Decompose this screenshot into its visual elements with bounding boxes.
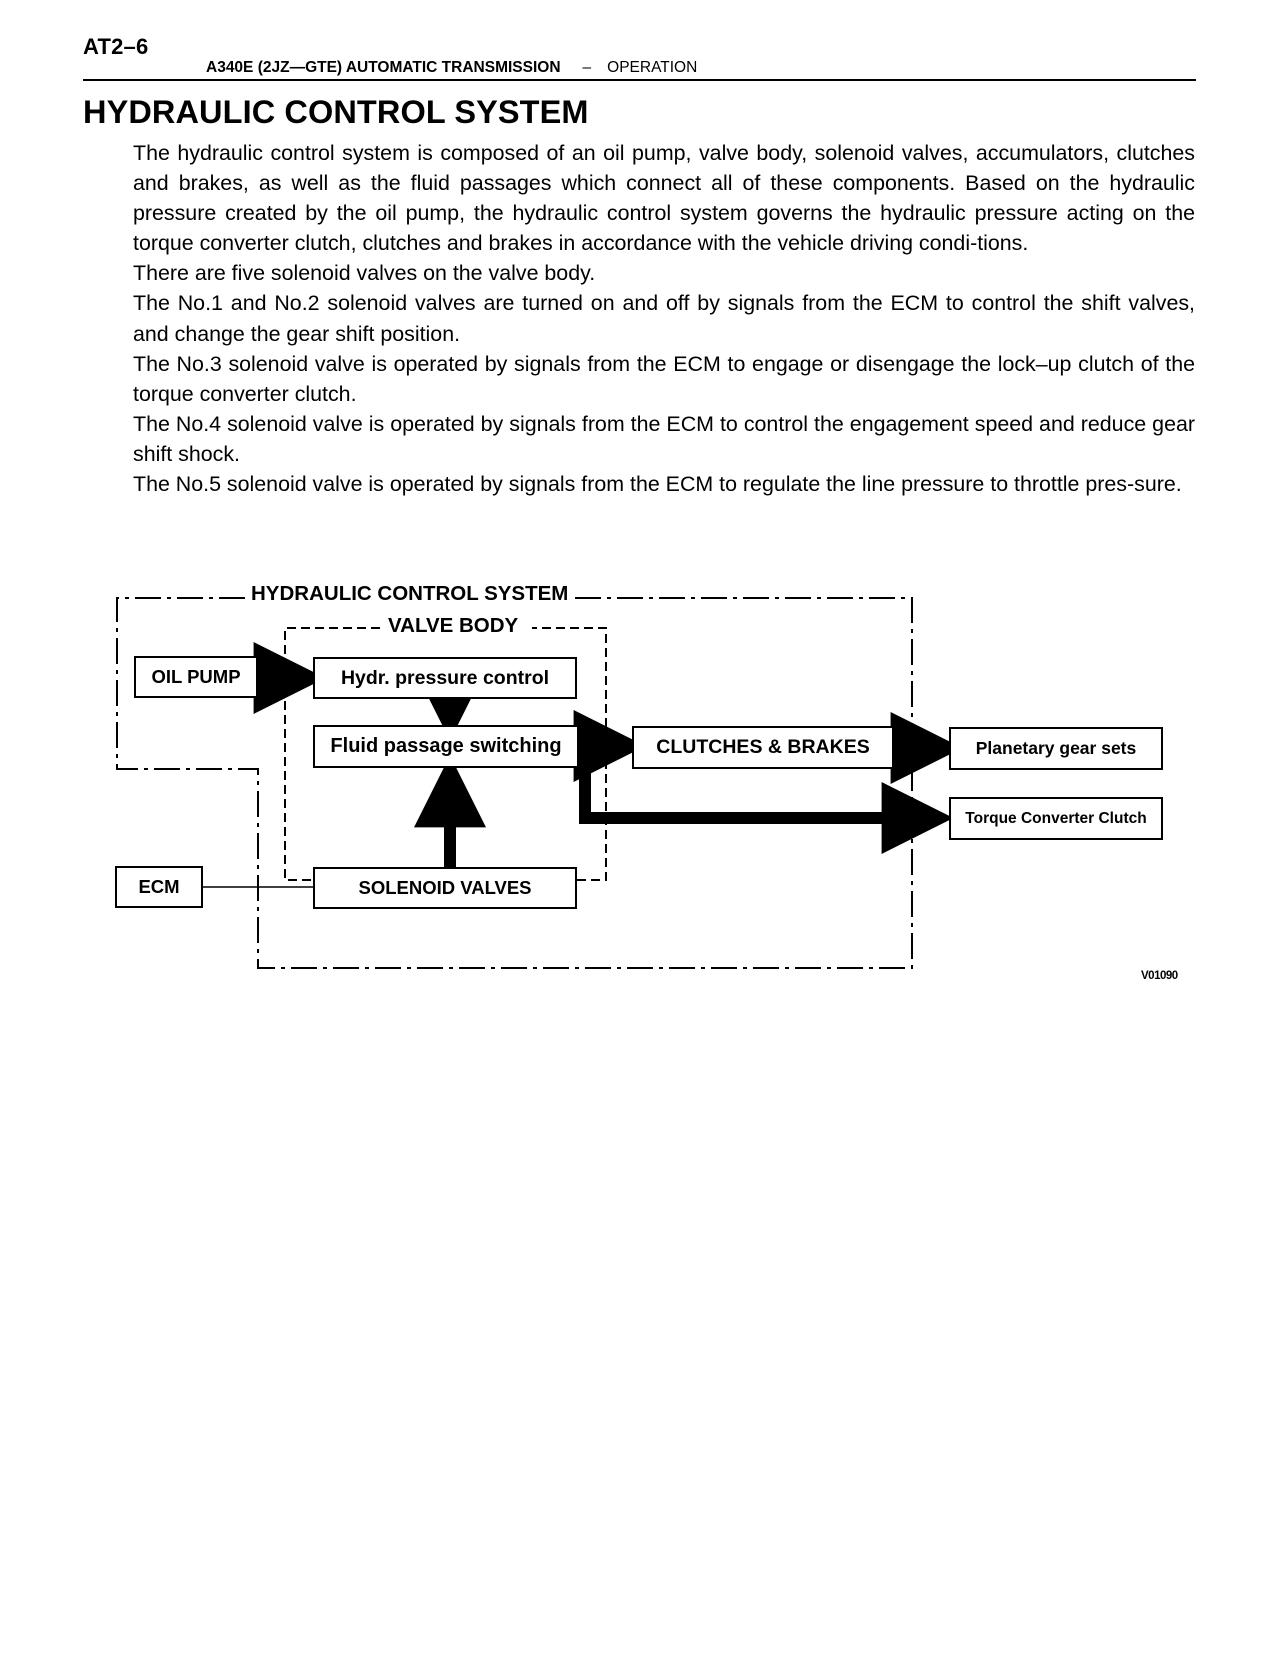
header-separator: – [582,59,592,76]
page-number: AT2–6 [83,34,149,59]
figure-code: V01090 [1141,970,1178,982]
paragraph-solenoid-4: The No.4 solenoid valve is operated by s… [133,411,1195,466]
section-title: HYDRAULIC CONTROL SYSTEM [83,94,589,130]
body-text: The hydraulic control system is composed… [133,138,1195,499]
clutches-brakes-box: CLUTCHES & BRAKES [632,726,894,769]
valve-body-label: VALVE BODY [382,614,525,638]
running-header: A340E (2JZ—GTE) AUTOMATIC TRANSMISSION –O… [206,59,697,77]
manual-title: A340E (2JZ—GTE) AUTOMATIC TRANSMISSION [206,59,561,76]
paragraph-solenoid-count: There are five solenoid valves on the va… [133,261,596,286]
fluid-passage-switching-box: Fluid passage switching [313,725,579,768]
outer-boundary [116,597,913,969]
paragraph-solenoid-1-2: The No.1 and No.2 solenoid valves are tu… [133,291,1195,346]
planetary-gear-sets-box: Planetary gear sets [949,727,1163,770]
torque-converter-clutch-box: Torque Converter Clutch [949,797,1163,840]
header-section: OPERATION [607,59,698,76]
diagram-outer-label: HYDRAULIC CONTROL SYSTEM [245,582,575,606]
paragraph-intro: The hydraulic control system is composed… [133,141,1195,256]
header-rule [83,79,1196,81]
valve-body-boundary [284,627,607,881]
ecm-box: ECM [115,866,203,908]
paragraph-solenoid-3: The No.3 solenoid valve is operated by s… [133,351,1195,406]
hydr-pressure-control-box: Hydr. pressure control [313,657,577,699]
oil-pump-box: OIL PUMP [134,656,258,698]
branch-fps-to-tcc [579,746,954,854]
solenoid-valves-box: SOLENOID VALVES [313,867,577,909]
paragraph-solenoid-5: The No.5 solenoid valve is operated by s… [133,472,1182,497]
